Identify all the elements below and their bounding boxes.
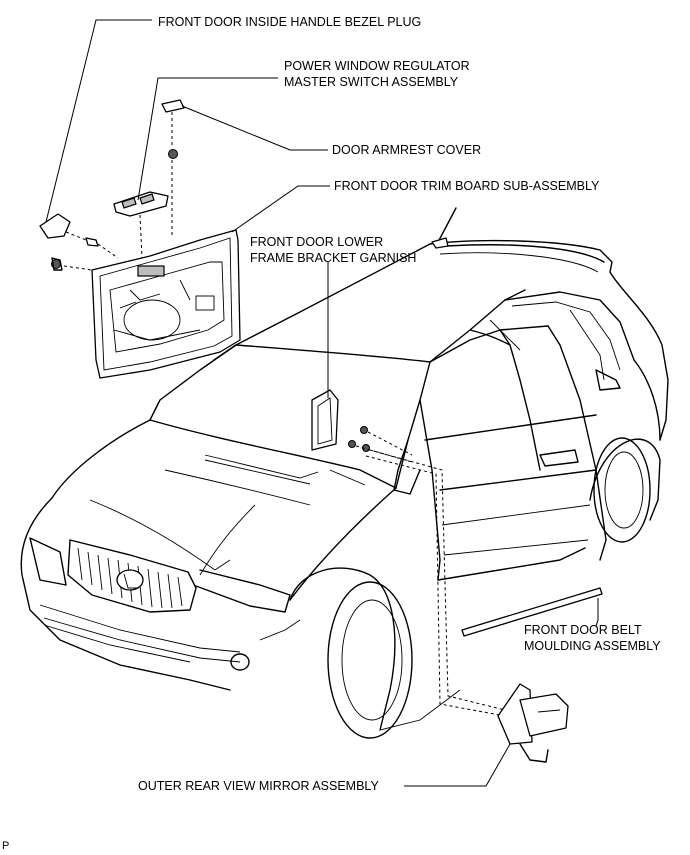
garnish-part — [311, 389, 413, 463]
label-mirror: OUTER REAR VIEW MIRROR ASSEMBLY — [138, 779, 379, 793]
leader-bezel-plug — [45, 19, 152, 223]
label-garnish-line1: FRONT DOOR LOWER — [250, 235, 384, 249]
armrest-cover-part — [161, 99, 185, 236]
vehicle-illustration — [20, 207, 669, 739]
label-armrest-cover: DOOR ARMREST COVER — [332, 143, 482, 157]
leader-mirror — [404, 743, 511, 787]
power-window-switch-part — [113, 191, 169, 259]
leader-switch — [137, 77, 278, 201]
label-bezel-plug: FRONT DOOR INSIDE HANDLE BEZEL PLUG — [158, 15, 422, 29]
bezel-plug-part — [39, 213, 87, 241]
front-door-trim-board — [91, 229, 241, 379]
leader-trim-board — [231, 185, 330, 233]
label-switch-line2: MASTER SWITCH ASSEMBLY — [284, 75, 459, 89]
belt-moulding-part — [461, 587, 603, 637]
label-switch-line1: POWER WINDOW REGULATOR — [284, 59, 470, 73]
label-belt-line1: FRONT DOOR BELT — [524, 623, 642, 637]
leader-belt-moulding — [595, 598, 599, 627]
label-garnish-line2: FRAME BRACKET GARNISH — [250, 251, 417, 265]
leader-armrest-cover — [181, 105, 328, 151]
trim-board-screw — [85, 237, 119, 259]
label-trim-board: FRONT DOOR TRIM BOARD SUB-ASSEMBLY — [334, 179, 600, 193]
label-belt-line2: MOULDING ASSEMBLY — [524, 639, 661, 653]
trim-board-clip — [51, 257, 93, 271]
corner-mark: P — [2, 840, 10, 852]
mirror-part — [497, 683, 569, 763]
